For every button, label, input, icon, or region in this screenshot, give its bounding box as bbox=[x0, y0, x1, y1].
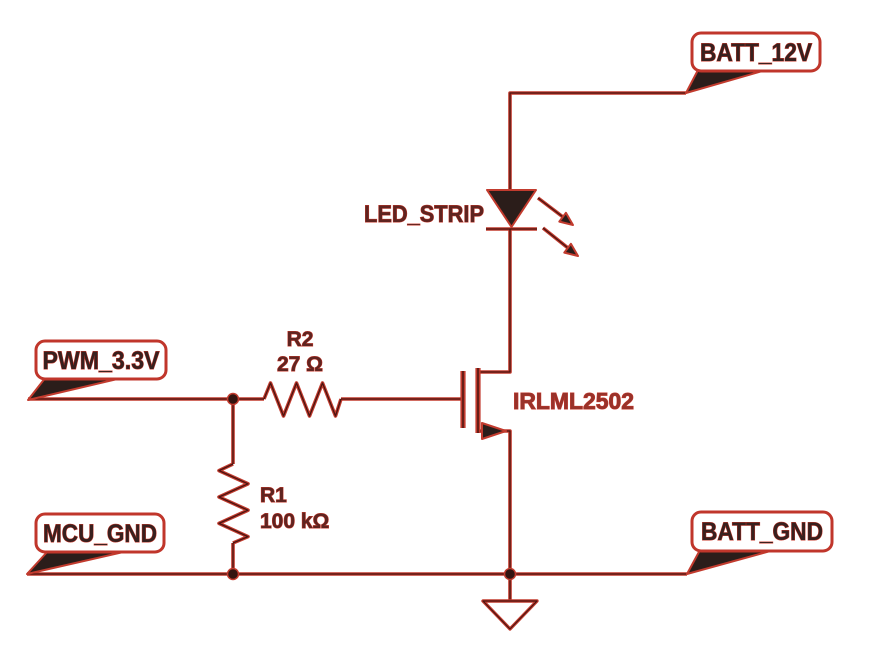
led-symbol bbox=[486, 189, 579, 257]
net-label-batt-gnd: BATT_GND bbox=[701, 518, 823, 546]
junction-dot-source-rail bbox=[503, 567, 517, 581]
r2-value: 27 Ω bbox=[277, 353, 323, 376]
flag-box bbox=[690, 510, 834, 553]
led-emission-arrow1-head bbox=[558, 211, 574, 226]
r2-refdes: R2 bbox=[287, 328, 314, 351]
junction-dot-gate-divider bbox=[226, 392, 240, 406]
ground-triangle bbox=[481, 599, 539, 631]
net-flag-mcu-gnd: MCU_GND bbox=[26, 512, 166, 575]
flag-pointer bbox=[26, 550, 129, 575]
net-flag-batt-12v: BATT_12V bbox=[685, 31, 822, 94]
ground-symbol bbox=[481, 599, 539, 631]
flag-pointer bbox=[685, 69, 767, 94]
mosfet-source-arrow bbox=[481, 422, 507, 440]
led-triangle bbox=[486, 189, 537, 228]
r1-value: 100 kΩ bbox=[260, 510, 329, 533]
junction-dot-r1-rail bbox=[226, 567, 240, 581]
mosfet-bars-outer bbox=[463, 368, 478, 433]
net-flag-batt-gnd: BATT_GND bbox=[686, 510, 834, 575]
flag-box bbox=[34, 339, 168, 381]
flag-box bbox=[34, 512, 166, 554]
net-label-batt-12v: BATT_12V bbox=[700, 39, 812, 67]
flag-box bbox=[690, 31, 822, 73]
net-label-pwm-3v3: PWM_3.3V bbox=[43, 347, 160, 375]
ground-triangle-core bbox=[482, 600, 538, 630]
net-label-mcu-gnd: MCU_GND bbox=[43, 520, 157, 548]
led-strip-label: LED_STRIP bbox=[364, 201, 484, 228]
flag-pointer bbox=[686, 549, 775, 575]
led-emission-arrow2-head bbox=[563, 242, 579, 257]
mosfet-part-number: IRLML2502 bbox=[513, 388, 634, 414]
r1-refdes: R1 bbox=[260, 484, 287, 507]
net-flag-pwm-3v3: PWM_3.3V bbox=[27, 339, 168, 401]
